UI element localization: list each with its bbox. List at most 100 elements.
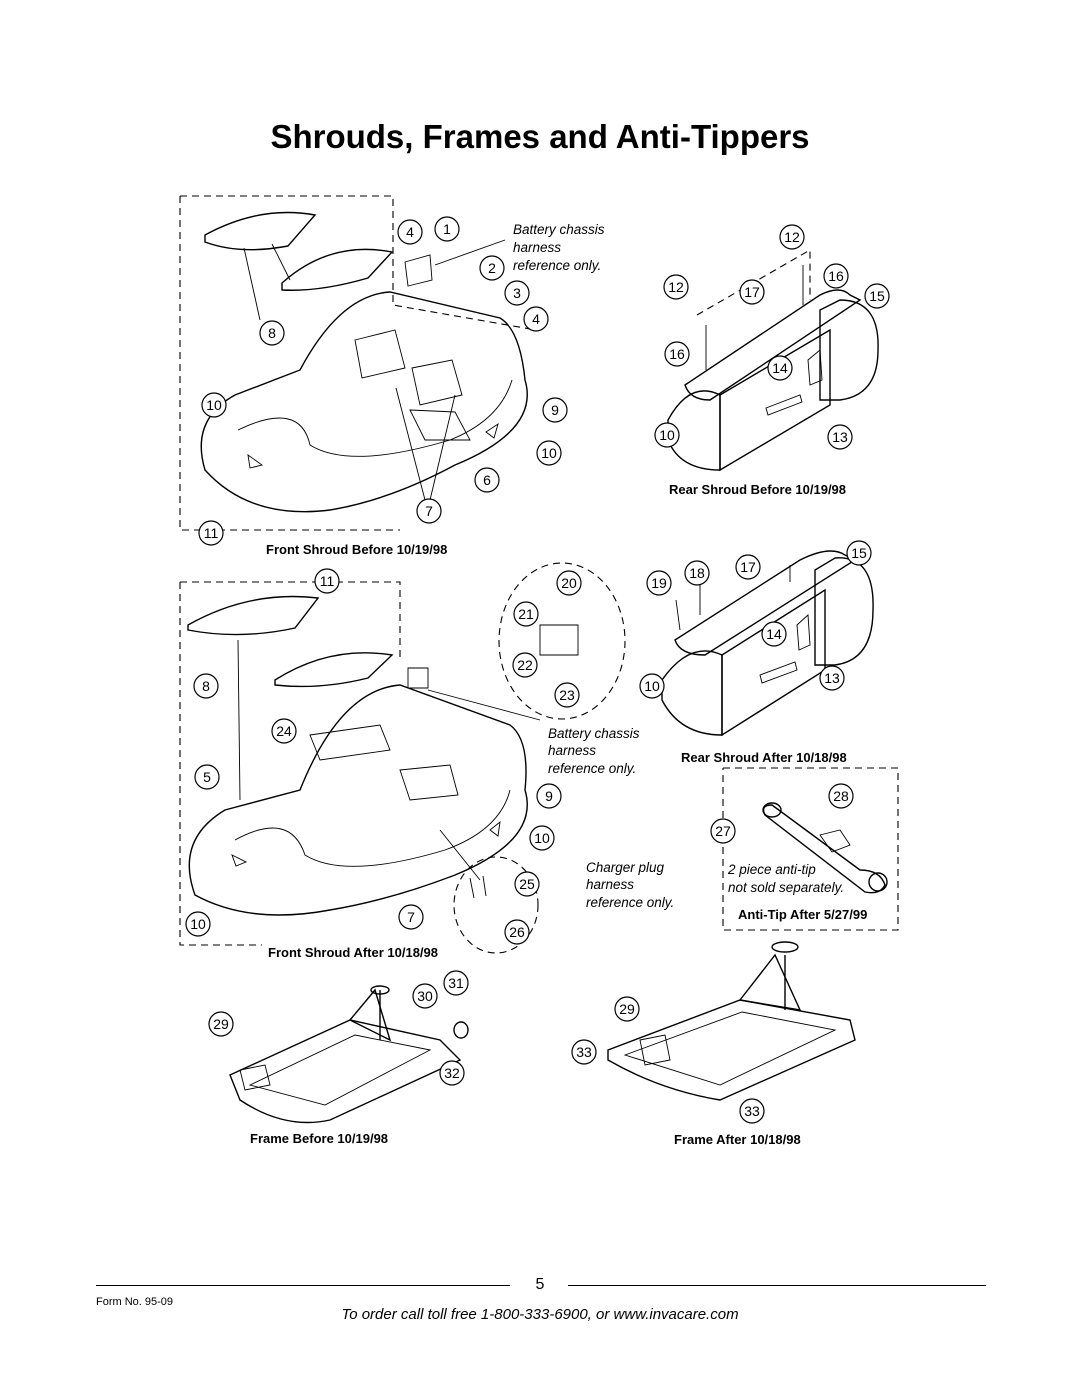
callout-10b: 10 [536,440,562,466]
svg-text:24: 24 [276,723,292,739]
callout-10b: 10 [185,911,211,937]
callout-26: 26 [504,919,530,945]
svg-text:1: 1 [443,221,451,237]
callout-30: 30 [412,983,438,1009]
callout-33: 33 [571,1039,597,1065]
svg-text:18: 18 [689,565,705,581]
svg-text:10: 10 [541,445,557,461]
front-shroud-after [179,562,626,954]
svg-text:10: 10 [206,397,222,413]
anti-tip [722,767,899,931]
callouts-rear-shroud-before: 12 12 16 17 15 16 14 10 13 [654,224,890,450]
caption-rear-before: Rear Shroud Before 10/19/98 [669,482,846,497]
svg-text:17: 17 [740,559,756,575]
svg-text:14: 14 [766,626,782,642]
svg-text:16: 16 [669,346,685,362]
callout-3: 3 [504,280,530,306]
svg-text:4: 4 [406,224,414,240]
callout-31: 31 [443,970,469,996]
callout-15: 15 [864,283,890,309]
footer-rule-right [568,1285,986,1286]
callout-20: 20 [556,570,582,596]
footer-rule-left [96,1285,510,1286]
svg-text:15: 15 [851,545,867,561]
svg-text:11: 11 [204,525,219,541]
callout-17: 17 [735,554,761,580]
svg-text:4: 4 [532,311,540,327]
callout-14: 14 [767,355,793,381]
antitip-note: 2 piece anti-tip not sold separately. [727,862,844,895]
svg-text:7: 7 [425,503,433,519]
callout-16b: 16 [664,341,690,367]
callout-12: 12 [779,224,805,250]
svg-text:12: 12 [668,279,684,295]
svg-text:29: 29 [619,1001,635,1017]
svg-text:23: 23 [559,687,575,703]
callouts-front-shroud-after: 11 8 24 5 9 10 10 7 20 21 22 23 25 26 [185,568,582,945]
svg-text:19: 19 [651,575,667,591]
svg-text:8: 8 [202,678,210,694]
svg-text:5: 5 [203,769,211,785]
rear-shroud-before [667,249,879,472]
battery-note-2: Battery chassis harness reference only. [548,726,643,776]
callout-9: 9 [542,397,568,423]
svg-text:9: 9 [551,402,559,418]
callout-10: 10 [639,673,665,699]
svg-text:13: 13 [832,429,848,445]
svg-text:26: 26 [509,924,525,940]
svg-text:10: 10 [190,916,206,932]
svg-text:9: 9 [545,788,553,804]
svg-text:31: 31 [448,975,464,991]
svg-text:16: 16 [828,268,844,284]
svg-text:8: 8 [268,325,276,341]
svg-text:28: 28 [833,788,849,804]
callouts-anti-tip: 28 27 [710,783,854,844]
svg-text:20: 20 [561,575,577,591]
callout-4: 4 [397,219,423,245]
svg-text:25: 25 [519,876,535,892]
page-number: 5 [535,1276,545,1293]
svg-text:32: 32 [444,1065,460,1081]
callout-8: 8 [259,320,285,346]
svg-text:14: 14 [772,360,788,376]
caption-frame-before: Frame Before 10/19/98 [250,1131,388,1146]
callout-22: 22 [512,652,538,678]
callout-8: 8 [193,673,219,699]
callout-2: 2 [479,255,505,281]
charger-note: Charger plug harness reference only. [586,860,674,910]
frame-after [607,941,856,1101]
callout-21: 21 [513,601,539,627]
callout-16: 16 [823,263,849,289]
callout-4b: 4 [523,306,549,332]
callout-6: 6 [474,467,500,493]
callout-1: 1 [434,216,460,242]
callout-29b: 29 [614,996,640,1022]
svg-text:33: 33 [576,1044,592,1060]
svg-text:27: 27 [715,823,731,839]
svg-text:29: 29 [213,1016,229,1032]
svg-text:10: 10 [659,427,675,443]
callouts-front-shroud-before: 4 1 2 3 4 8 10 9 10 6 7 11 [198,216,568,546]
callout-11: 11 [198,520,224,546]
callout-5: 5 [194,764,220,790]
callout-33b: 33 [739,1098,765,1124]
callout-28: 28 [828,783,854,809]
callout-12b: 12 [663,274,689,300]
caption-front-before: Front Shroud Before 10/19/98 [266,542,447,557]
svg-text:17: 17 [744,284,760,300]
callout-13: 13 [827,424,853,450]
svg-text:11: 11 [320,573,335,589]
svg-text:30: 30 [417,988,433,1004]
callout-15: 15 [846,540,872,566]
callout-27: 27 [710,818,736,844]
caption-rear-after: Rear Shroud After 10/18/98 [681,750,847,765]
callout-13: 13 [819,665,845,691]
frame-before [229,985,469,1124]
svg-text:15: 15 [869,288,885,304]
callout-29: 29 [208,1011,234,1037]
caption-front-after: Front Shroud After 10/18/98 [268,945,438,960]
svg-text:10: 10 [534,830,550,846]
callout-18: 18 [684,560,710,586]
callout-32: 32 [439,1060,465,1086]
